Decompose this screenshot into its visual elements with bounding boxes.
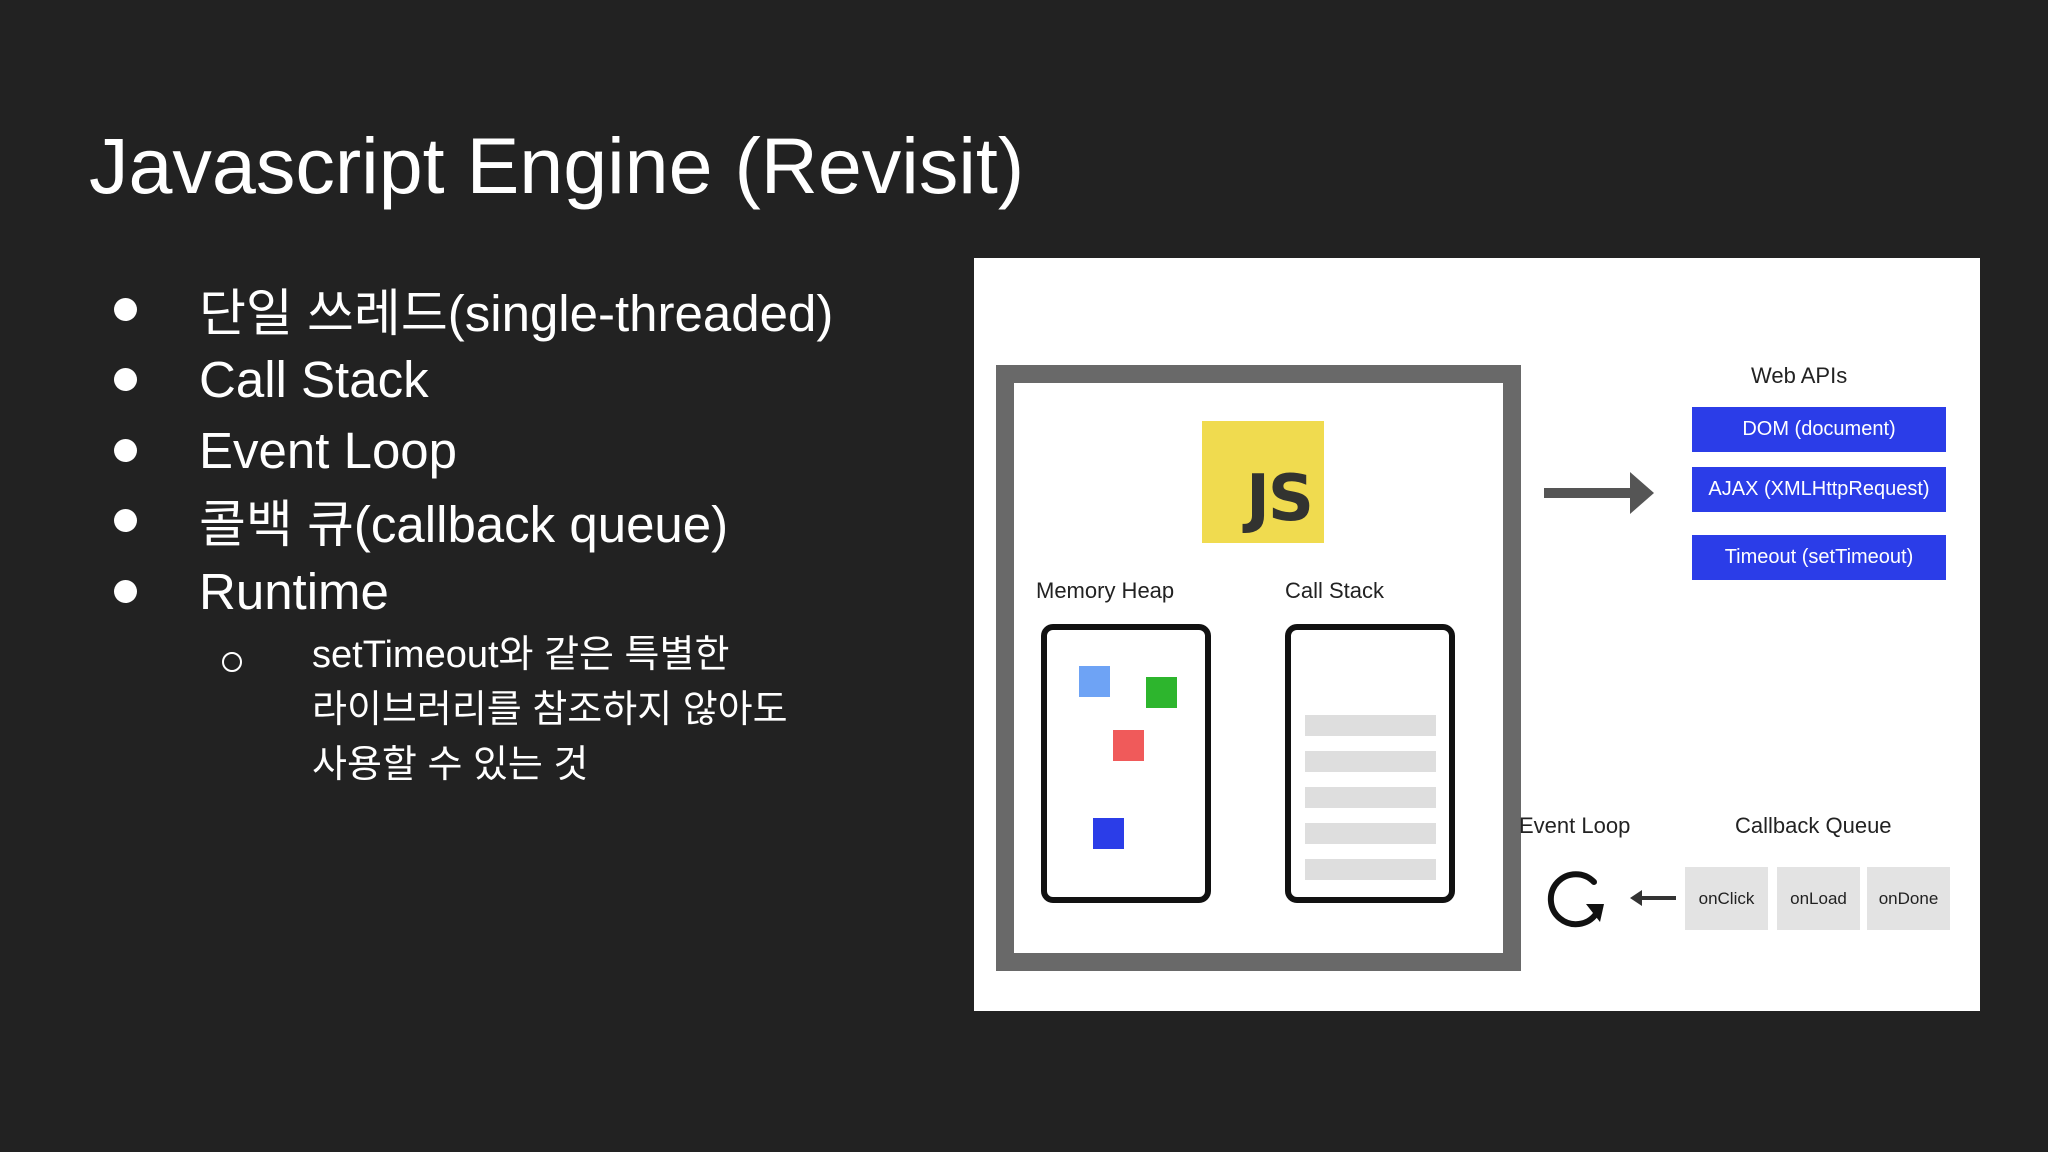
callback-queue-label: Callback Queue [1735,813,1892,838]
memory-heap-container [1041,624,1211,903]
bullet-dot-icon [114,297,137,321]
bullet-dot-icon [114,579,137,603]
stack-frame [1305,859,1436,880]
bullet-text: Event Loop [199,421,458,479]
stack-frame [1305,715,1436,736]
js-logo-text: JS [1246,462,1314,536]
web-api-dom: DOM (document) [1692,407,1946,452]
stack-frame [1305,823,1436,844]
web-api-ajax: AJAX (XMLHttpRequest) [1692,467,1946,512]
bullet-item: Event Loop [110,414,457,486]
call-stack-label: Call Stack [1285,578,1385,603]
callback-queue-item-onclick: onClick [1685,867,1768,930]
heap-object [1113,730,1144,761]
bullet-dot-icon [114,508,137,532]
call-stack-container [1285,624,1455,903]
bullet-item: Runtime [110,555,389,627]
bullet-text: Runtime [199,562,389,620]
sub-bullet-text: setTimeout와 같은 특별한 라이브러리를 참조하지 않아도 사용할 수… [312,628,788,793]
heap-object [1093,818,1124,849]
slide-title: Javascript Engine (Revisit) [89,121,1025,210]
refresh-loop-icon [1547,871,1604,928]
web-apis-label: Web APIs [1751,363,1848,388]
sub-bullet-circle-icon [222,652,242,672]
sub-bullet-item: setTimeout와 같은 특별한 라이브러리를 참조하지 않아도 사용할 수… [222,628,788,793]
stack-frame [1305,787,1436,808]
sub-bullet-line: setTimeout와 같은 특별한 [312,634,730,676]
bullet-dot-icon [114,438,137,462]
arrow-left-icon [1630,890,1676,906]
heap-object [1079,666,1110,697]
js-runtime-diagram: JS Memory Heap Call Stack Web APIs [974,258,1980,1011]
bullet-text: 콜백 큐(callback queue) [199,496,729,553]
bullet-item: 단일 쓰레드(single-threaded) [110,273,833,345]
stack-frame [1305,751,1436,772]
web-api-timeout: Timeout (setTimeout) [1692,535,1946,580]
sub-bullet-line: 라이브러리를 참조하지 않아도 [312,689,788,731]
sub-bullet-line: 사용할 수 있는 것 [312,744,589,786]
memory-heap-label: Memory Heap [1036,578,1175,603]
js-logo: JS [1202,421,1324,543]
event-loop-label: Event Loop [1519,813,1631,838]
bullet-dot-icon [114,367,137,391]
callback-queue-item-onload: onLoad [1777,867,1860,930]
bullet-text: 단일 쓰레드(single-threaded) [199,285,834,342]
bullet-item: 콜백 큐(callback queue) [110,484,728,556]
arrow-right-icon [1544,472,1654,514]
js-engine-box: JS Memory Heap Call Stack [996,365,1521,971]
callback-queue-item-ondone: onDone [1867,867,1950,930]
bullet-text: Call Stack [199,350,429,408]
bullet-item: Call Stack [110,343,429,415]
heap-object [1146,677,1177,708]
